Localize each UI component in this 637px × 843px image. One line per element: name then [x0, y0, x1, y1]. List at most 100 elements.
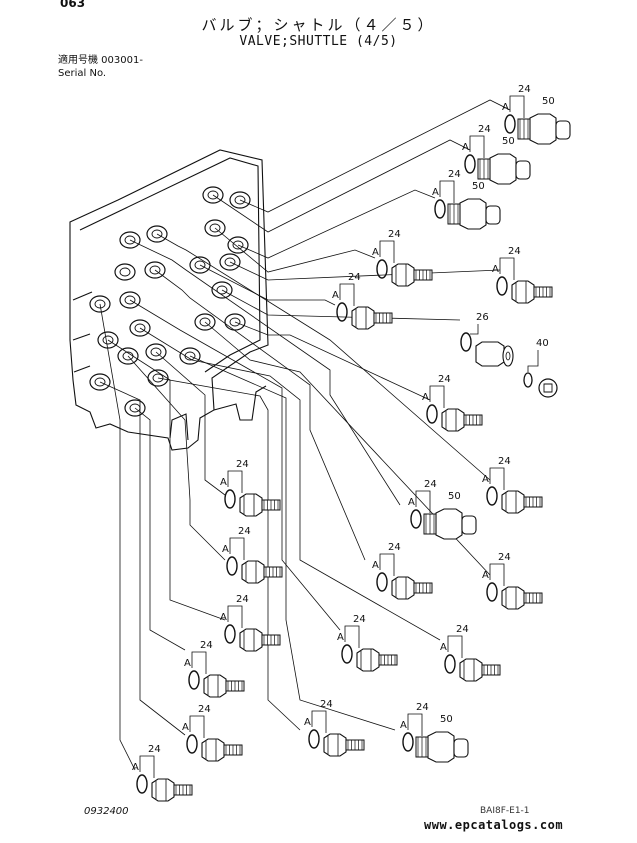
- o-ring: [188, 670, 200, 690]
- hex-flat: [327, 734, 339, 756]
- port-bore: [124, 235, 136, 245]
- port: [119, 231, 141, 249]
- o-ring: [186, 734, 198, 754]
- o-ring: [464, 154, 476, 174]
- watermark: www.epcatalogs.com: [424, 818, 564, 832]
- hex-flat: [205, 739, 217, 761]
- shuttle-cap: [555, 120, 571, 140]
- port-bore: [134, 323, 146, 333]
- bracket: [339, 283, 355, 306]
- part-number: 24: [198, 704, 211, 715]
- part-number: 50: [542, 96, 555, 107]
- serial-label-jp: 適用号機 003001-: [58, 55, 143, 66]
- leader-line: [129, 299, 341, 631]
- adapter-face: [502, 345, 514, 367]
- fitting-8: A24: [482, 456, 543, 514]
- bracket: [311, 710, 327, 733]
- part-number: 24: [320, 699, 333, 710]
- leader-line: [99, 381, 186, 736]
- oring-label: A: [482, 570, 489, 581]
- port: [89, 295, 111, 313]
- port-bore: [199, 317, 211, 327]
- o-ring: [486, 486, 498, 506]
- part-number: 24: [456, 624, 469, 635]
- o-ring: [410, 509, 422, 529]
- oring-label: A: [132, 762, 139, 773]
- fitting-17: A24: [184, 640, 245, 698]
- hex-nut: [391, 576, 415, 600]
- oring-label: A: [184, 658, 191, 669]
- page-title-en: VALVE;SHUTTLE (4/5): [239, 34, 398, 49]
- port: [114, 263, 136, 281]
- valve-body-block: [69, 149, 269, 451]
- oring-label: A: [372, 560, 379, 571]
- adapter-bore: [505, 351, 511, 361]
- shuttle-hex: [427, 731, 455, 763]
- oring-label: A: [332, 290, 339, 301]
- hex-nut: [501, 586, 525, 610]
- fitting-14: A24: [220, 594, 281, 652]
- port: [145, 343, 167, 361]
- adapter-hex: [475, 341, 505, 367]
- leader-line: [237, 189, 436, 259]
- part-number: 24: [424, 479, 437, 490]
- port-bore: [124, 295, 136, 305]
- hex-flat: [360, 649, 372, 671]
- port: [146, 225, 168, 243]
- hex-nut: [501, 490, 525, 514]
- port-bore: [234, 195, 246, 205]
- fitting-20: A24: [182, 704, 243, 762]
- part-number: 24: [388, 229, 401, 240]
- port-bore: [232, 240, 244, 250]
- bracket: [191, 651, 207, 674]
- leader-line: [239, 99, 511, 213]
- port-bore: [150, 347, 162, 357]
- bracket: [379, 240, 395, 263]
- port: [227, 236, 249, 254]
- leader-line: [155, 351, 226, 496]
- oring-label: A: [372, 247, 379, 258]
- o-ring: [426, 404, 438, 424]
- leader-line: [221, 289, 461, 321]
- fitting-4: A 24: [372, 229, 433, 287]
- hex-nut: [441, 408, 465, 432]
- port: [219, 253, 241, 271]
- bracket: [509, 95, 525, 118]
- oring-label: A: [422, 392, 429, 403]
- part-number: 26: [476, 312, 489, 323]
- leader-line: [139, 327, 441, 641]
- fitting-21: A24: [132, 744, 193, 802]
- part-number: 24: [518, 84, 531, 95]
- o-ring: [376, 259, 388, 279]
- port-bore: [152, 373, 164, 383]
- serial-info: 適用号機 003001- Serial No.: [58, 54, 143, 80]
- part-number: 24: [448, 169, 461, 180]
- fitting-6: A24: [332, 272, 393, 330]
- o-ring: [523, 372, 533, 388]
- shuttle-hex: [529, 113, 557, 145]
- oring-label: A: [220, 612, 227, 623]
- shuttle-hex: [489, 153, 517, 185]
- o-ring: [496, 276, 508, 296]
- shuttle-cap: [461, 515, 477, 535]
- leader-line: [129, 239, 401, 506]
- fitting-5: A24: [492, 246, 553, 304]
- hex-socket: [543, 383, 553, 393]
- hex-flat: [243, 629, 255, 651]
- hex-flat: [245, 561, 257, 583]
- hex-nut: [323, 733, 347, 757]
- port-bore: [209, 223, 221, 233]
- port-bore: [229, 317, 241, 327]
- bracket: [499, 257, 515, 280]
- part-number: 24: [236, 459, 249, 470]
- part-number: 24: [438, 374, 451, 385]
- port: [179, 347, 201, 365]
- bracket: [139, 755, 155, 778]
- port: [97, 331, 119, 349]
- hex-nut: [459, 658, 483, 682]
- hex-flat: [515, 281, 527, 303]
- fitting-15: A24: [337, 614, 398, 672]
